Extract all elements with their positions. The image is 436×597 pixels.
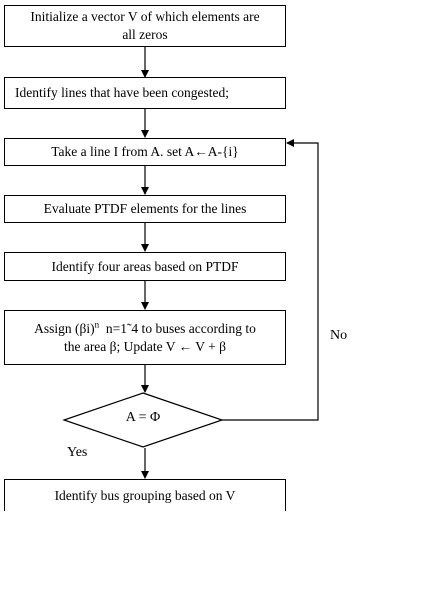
decision-diamond	[62, 392, 224, 448]
take-line-box: Take a line I from A. set A←A-{i}	[4, 138, 286, 166]
no-label: No	[330, 328, 348, 343]
assign-update-box: Assign (βi)n n=1˜4 to buses according to…	[4, 310, 286, 365]
identify-areas-box: Identify four areas based on PTDF	[4, 252, 286, 281]
decision-label: A = Φ	[125, 410, 161, 425]
final-step-text: Identify bus grouping based on V	[54, 487, 236, 503]
yes-label: Yes	[67, 445, 88, 460]
evaluate-ptdf-text: Evaluate PTDF elements for the lines	[43, 201, 247, 216]
init-step-line2: all zeros	[122, 27, 168, 42]
assign-line1-superscript: n	[94, 319, 100, 329]
init-step-line1: Initialize a vector V of which elements …	[30, 9, 260, 24]
loop-back-arrow	[222, 139, 319, 421]
assign-line1: Assign (βi)n n=1˜4 to buses according to	[34, 320, 256, 338]
final-step-box: Identify bus grouping based on V	[4, 479, 286, 511]
identify-lines-box: Identify lines that have been congested;	[4, 77, 286, 109]
init-step-box: Initialize a vector V of which elements …	[4, 5, 286, 47]
identify-areas-text: Identify four areas based on PTDF	[51, 258, 239, 274]
assign-line2: the area β; Update V ← V + β	[63, 338, 227, 354]
assign-line1-suffix: n=1˜4 to buses according to	[99, 320, 256, 336]
evaluate-ptdf-box: Evaluate PTDF elements for the lines	[4, 195, 286, 223]
assign-line1-prefix: Assign (βi)	[34, 320, 95, 336]
identify-lines-text: Identify lines that have been congested;	[15, 85, 230, 100]
take-line-text: Take a line I from A. set A←A-{i}	[51, 144, 239, 159]
